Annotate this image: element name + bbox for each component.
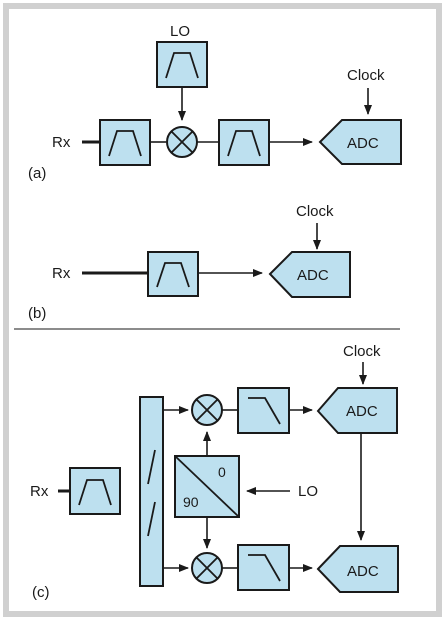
lo-label: LO [170,23,190,40]
adc-label: ADC [347,135,379,152]
phase-90-label: 90 [183,494,199,510]
diagram-b: Clock Rx ADC (b) [28,203,351,322]
lowpass-filter-icon [248,554,281,582]
adc-block: ADC [268,251,351,298]
lowpass-filter-icon [248,397,281,425]
panel-label-c: (c) [32,584,50,601]
panel-label-b: (b) [28,305,46,322]
diagram-c: Clock Rx ADC [30,343,399,601]
rx-label: Rx [52,134,71,151]
rx-label: Rx [52,265,71,282]
bottom-adc-block: ADC [316,545,399,593]
bandpass-filter-icon [108,130,142,157]
splitter [139,396,164,587]
input-bandpass-filter [99,119,151,166]
top-adc-label: ADC [346,403,378,420]
quadrature-splitter: 0 90 [174,455,240,518]
bandpass-filter-icon [165,52,199,79]
bottom-mixer [191,552,223,584]
bottom-lowpass-filter [237,544,290,591]
clock-label: Clock [296,203,334,220]
top-lowpass-filter [237,387,290,434]
adc-block: ADC [318,119,402,165]
top-mixer [191,394,223,426]
lo-bandpass-filter [156,41,208,88]
rx-label: Rx [30,483,49,500]
bandpass-filter-icon [227,130,261,157]
if-bandpass-filter [218,119,270,166]
input-bandpass-filter [69,467,121,515]
lo-label: LO [298,483,318,500]
bandpass-filter [147,251,199,297]
adc-label: ADC [297,267,329,284]
diagram-a: LO Rx ADC C [28,23,402,182]
bandpass-filter-icon [78,479,112,506]
splitter-icon [147,449,156,485]
figure-border [3,3,442,617]
bottom-adc-label: ADC [347,563,379,580]
clock-label: Clock [343,343,381,360]
top-adc-block: ADC [316,387,398,434]
clock-label: Clock [347,67,385,84]
phase-0-label: 0 [218,464,226,480]
mixer [166,126,198,158]
bandpass-filter-icon [156,262,190,288]
panel-label-a: (a) [28,165,46,182]
